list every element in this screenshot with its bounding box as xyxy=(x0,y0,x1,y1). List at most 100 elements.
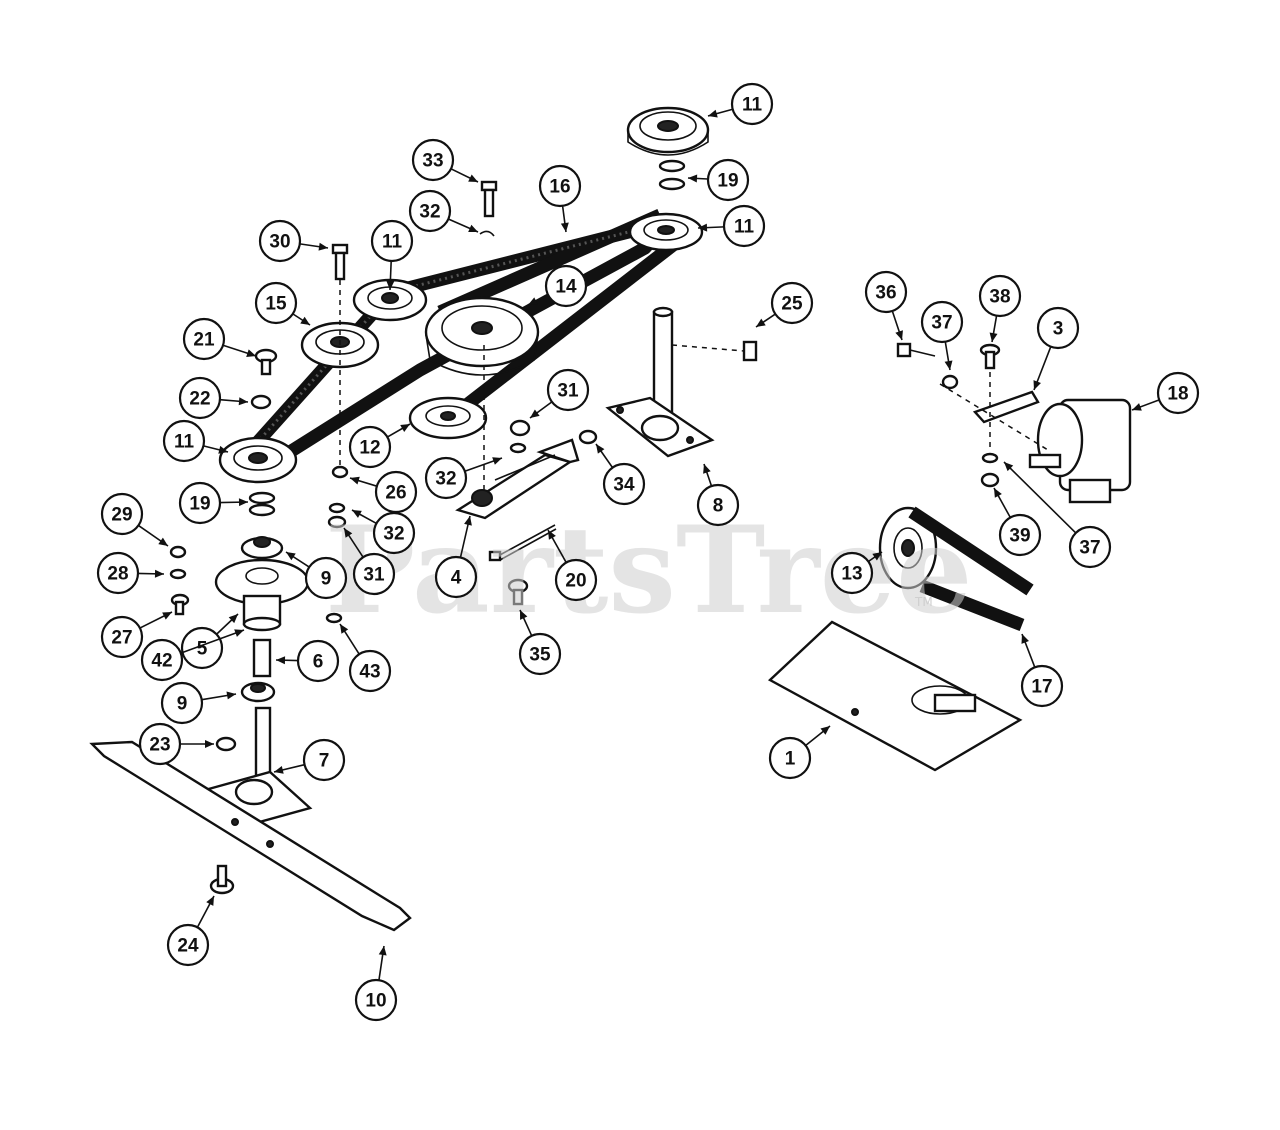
callout-arrowhead xyxy=(318,242,328,251)
callout-number: 38 xyxy=(989,287,1010,308)
bolt-21 xyxy=(254,348,278,376)
callout-30: 30 xyxy=(258,219,329,263)
callout-arrowhead xyxy=(596,444,605,454)
callout-arrowhead xyxy=(286,552,296,561)
callout-arrowhead xyxy=(872,552,882,561)
watermark-tm: TM xyxy=(914,595,933,609)
callout-arrowhead xyxy=(1132,403,1142,411)
callout-circle xyxy=(1036,306,1080,350)
callout-number: 10 xyxy=(365,991,386,1012)
callout-arrowhead xyxy=(238,397,248,406)
callout-38: 38 xyxy=(978,274,1022,343)
callout-arrowhead xyxy=(1004,462,1014,472)
callout-18: 18 xyxy=(1131,371,1200,415)
callout-circle xyxy=(602,462,646,506)
callout-circle xyxy=(304,556,348,600)
callout-31: 31 xyxy=(343,527,396,596)
callout-arrowhead xyxy=(400,424,410,432)
callout-20: 20 xyxy=(547,529,598,602)
callout-number: 43 xyxy=(359,662,380,683)
washer-37-bottom xyxy=(981,452,999,464)
gearbox-18 xyxy=(1028,398,1132,504)
callout-5: 5 xyxy=(180,613,239,670)
callout-arrowhead xyxy=(520,610,528,620)
callout-circle xyxy=(434,555,478,599)
callout-19: 19 xyxy=(687,158,750,202)
callout-35: 35 xyxy=(518,609,562,676)
washer-top-right xyxy=(658,159,686,191)
callout-arrowhead xyxy=(352,510,362,518)
callout-arrowhead xyxy=(560,222,569,232)
callout-arrowhead xyxy=(205,740,214,748)
callout-9: 9 xyxy=(285,551,348,600)
bolt-33 xyxy=(480,180,498,218)
callout-circle xyxy=(920,300,964,344)
callout-number: 11 xyxy=(734,217,755,238)
nut-23 xyxy=(215,736,237,752)
callout-33: 33 xyxy=(411,138,479,183)
callout-37: 37 xyxy=(1003,461,1112,569)
callout-11: 11 xyxy=(162,419,229,463)
callout-9: 9 xyxy=(160,681,237,725)
callout-arrowhead xyxy=(820,726,830,735)
callout-number: 23 xyxy=(149,735,170,756)
callout-circle xyxy=(1156,371,1200,415)
callout-circle xyxy=(354,978,398,1022)
bolt-24 xyxy=(209,864,235,895)
callout-number: 11 xyxy=(174,432,195,453)
callout-circle xyxy=(138,722,182,766)
callout-37: 37 xyxy=(920,300,964,371)
callout-leader xyxy=(180,629,245,654)
belt-17 xyxy=(908,506,1034,632)
callout-circle xyxy=(730,82,774,126)
washer-37-top xyxy=(941,374,959,390)
callout-number: 26 xyxy=(385,483,406,504)
watermark: PartsTree xyxy=(325,500,972,641)
callout-17: 17 xyxy=(1020,633,1064,708)
bracket-3 xyxy=(972,390,1040,424)
callout-circle xyxy=(554,558,598,602)
callout-43: 43 xyxy=(339,623,392,693)
callout-number: 35 xyxy=(529,645,551,666)
callout-number: 19 xyxy=(189,494,210,515)
callout-circle xyxy=(538,164,582,208)
callout-32: 32 xyxy=(408,189,479,233)
callout-36: 36 xyxy=(864,270,908,341)
callout-arrowhead xyxy=(378,946,387,956)
callout-arrowhead xyxy=(703,464,711,474)
callout-3: 3 xyxy=(1033,306,1080,391)
callout-14: 14 xyxy=(527,264,588,308)
idler-pulley-upper xyxy=(352,278,428,322)
callout-number: 28 xyxy=(107,564,128,585)
callout-15: 15 xyxy=(254,281,311,326)
blade-10 xyxy=(89,740,412,932)
callout-circle xyxy=(706,158,750,202)
callout-circle xyxy=(978,274,1022,318)
callout-arrowhead xyxy=(756,318,766,327)
callout-arrowhead xyxy=(492,457,502,465)
callout-number: 42 xyxy=(151,651,172,672)
callout-22: 22 xyxy=(178,376,249,420)
callout-4: 4 xyxy=(434,515,478,599)
callout-number: 37 xyxy=(1079,538,1100,559)
callout-arrowhead xyxy=(276,656,286,665)
callout-circle xyxy=(302,738,346,782)
idler-pulley-right xyxy=(628,212,704,252)
callout-10: 10 xyxy=(354,945,398,1022)
callout-number: 11 xyxy=(742,95,763,116)
callout-arrowhead xyxy=(708,109,718,118)
callout-number: 13 xyxy=(841,564,862,585)
callout-7: 7 xyxy=(273,738,346,782)
callout-29: 29 xyxy=(100,492,169,547)
callout-circle xyxy=(296,639,340,683)
callout-31: 31 xyxy=(529,368,590,419)
bolt-36 xyxy=(896,342,936,358)
callout-number: 33 xyxy=(422,151,443,172)
callout-24: 24 xyxy=(166,895,215,967)
callout-circle xyxy=(411,138,455,182)
callout-number: 37 xyxy=(931,313,952,334)
callout-arrowhead xyxy=(688,174,698,183)
callout-number: 4 xyxy=(451,568,462,589)
callout-arrowhead xyxy=(528,297,538,305)
